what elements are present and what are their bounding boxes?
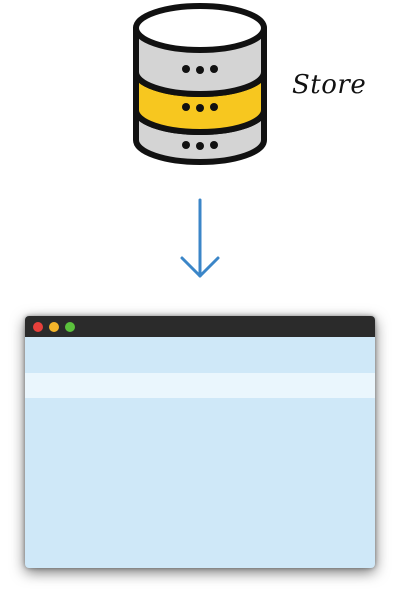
database-dots [182, 65, 218, 150]
database-icon [133, 3, 267, 165]
maximize-dot[interactable] [65, 322, 75, 332]
minimize-dot[interactable] [49, 322, 59, 332]
close-dot[interactable] [33, 322, 43, 332]
database-lid [133, 3, 267, 53]
browser-content-band [25, 373, 375, 398]
browser-titlebar [25, 316, 375, 337]
store-label: Store [292, 70, 367, 100]
browser-window [25, 316, 375, 568]
arrow-down-icon [180, 198, 220, 278]
